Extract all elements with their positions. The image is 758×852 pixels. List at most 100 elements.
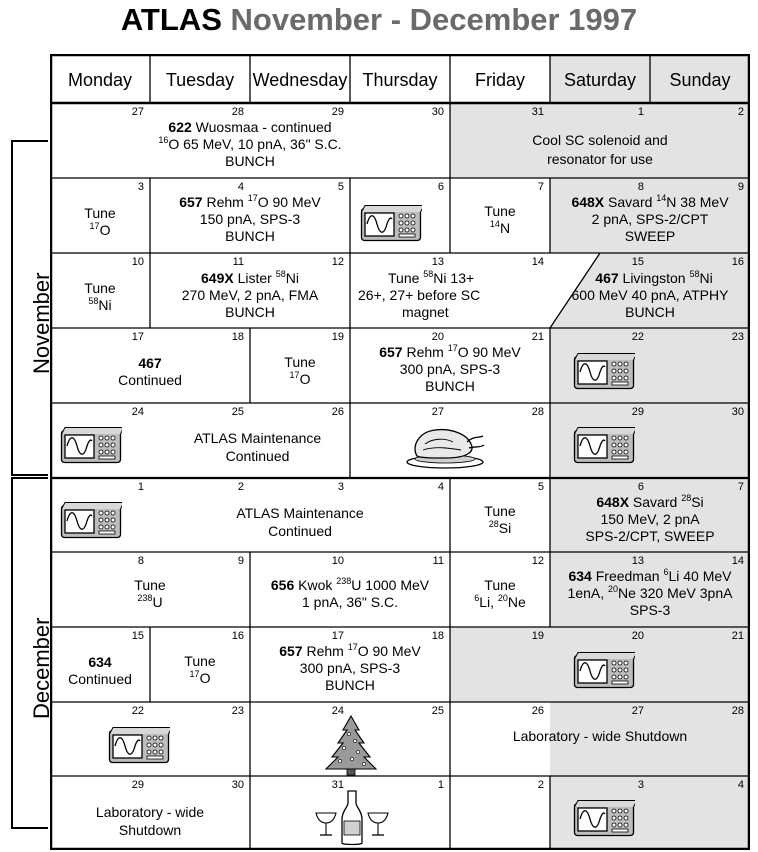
day-number: 27 — [131, 106, 144, 118]
day-number: 25 — [231, 406, 244, 418]
title-months: November - December 1997 — [230, 2, 638, 37]
day-number: 14 — [531, 256, 544, 268]
day-number: 20 — [431, 331, 444, 343]
day-number: 6 — [637, 481, 644, 493]
event-wuosmaa: 622 Wuosmaa - continued 16O 65 MeV, 10 p… — [158, 119, 342, 169]
day-number: 2 — [737, 106, 744, 118]
oscilloscope-icon — [60, 501, 125, 546]
day-number: 14 — [731, 555, 744, 567]
day-number: 29 — [331, 106, 344, 118]
day-number: 21 — [731, 630, 744, 642]
day-number: 11 — [232, 256, 244, 268]
day-number: 3 — [637, 779, 644, 791]
calendar-grid: Monday Tuesday Wednesday Thursday Friday… — [50, 54, 750, 850]
day-number: 16 — [231, 630, 244, 642]
oscilloscope-icon — [573, 352, 638, 397]
day-number: 15 — [631, 256, 644, 268]
day-number: 3 — [137, 181, 144, 193]
day-number: 26 — [531, 705, 544, 717]
oscilloscope-icon — [360, 204, 425, 249]
header-friday: Friday — [474, 70, 525, 90]
oscilloscope-icon — [573, 426, 638, 471]
day-number: 13 — [431, 256, 444, 268]
day-number: 28 — [231, 106, 244, 118]
day-number: 17 — [331, 630, 344, 642]
day-number: 9 — [237, 555, 244, 567]
header-thursday: Thursday — [362, 70, 438, 90]
champagne-icon — [314, 789, 390, 852]
event-kwok: 656 Kwok 238U 1000 MeV 1 pnA, 36" S.C. — [270, 576, 430, 611]
event-freedman: 634 Freedman 6Li 40 MeV 1enA, 20Ne 320 M… — [567, 567, 733, 619]
day-number: 19 — [531, 630, 544, 642]
day-number: 10 — [131, 256, 144, 268]
day-number: 12 — [531, 555, 544, 567]
day-number: 28 — [731, 705, 744, 717]
day-number: 26 — [331, 406, 344, 418]
day-number: 31 — [531, 106, 544, 118]
day-number: 10 — [331, 555, 344, 567]
weekend-shade-w2 — [550, 253, 750, 328]
day-number: 2 — [537, 779, 544, 791]
day-number: 30 — [431, 106, 444, 118]
oscilloscope-icon — [108, 726, 173, 771]
header-tuesday: Tuesday — [165, 70, 235, 90]
day-number: 4 — [737, 779, 744, 791]
month-brackets — [11, 140, 48, 829]
day-number: 8 — [637, 181, 644, 193]
event-tune-w2-thu: Tune 58Ni 13+ 26+, 27+ before SC magnet — [358, 269, 481, 321]
day-number: 27 — [431, 406, 444, 418]
weekend-shade-w0 — [450, 103, 750, 178]
oscilloscope-icon — [60, 426, 125, 471]
day-number: 23 — [731, 331, 744, 343]
weekend-shade-w1 — [550, 178, 750, 253]
header-monday: Monday — [67, 70, 133, 90]
page-title: ATLAS November - December 1997 — [0, 0, 758, 44]
title-atlas: ATLAS — [120, 2, 222, 37]
day-number: 8 — [137, 555, 144, 567]
event-shutdown-w8: Laboratory - wide Shutdown — [512, 728, 688, 744]
day-number: 4 — [237, 181, 244, 193]
day-number: 1 — [637, 106, 644, 118]
header-wednesday: Wednesday — [252, 70, 348, 90]
day-number: 1 — [437, 779, 444, 791]
weekend-shade-w8 — [550, 702, 750, 776]
day-number: 25 — [431, 705, 444, 717]
day-number: 5 — [537, 481, 544, 493]
day-number: 12 — [331, 256, 344, 268]
day-number: 23 — [231, 705, 244, 717]
day-number: 29 — [131, 779, 144, 791]
day-number: 13 — [631, 555, 644, 567]
day-number: 5 — [337, 181, 344, 193]
day-number: 21 — [531, 331, 544, 343]
turkey-icon — [405, 422, 487, 475]
weekend-shade-w6 — [550, 552, 750, 627]
day-number: 30 — [231, 779, 244, 791]
day-number: 22 — [131, 705, 144, 717]
day-number: 29 — [631, 406, 644, 418]
day-number: 19 — [331, 331, 344, 343]
day-number: 24 — [131, 406, 144, 418]
day-number: 16 — [731, 256, 744, 268]
oscilloscope-icon — [573, 651, 638, 696]
day-number: 6 — [437, 181, 444, 193]
event-livingston: 467 Livingston 58Ni 600 MeV 40 pnA, ATPH… — [571, 269, 729, 321]
christmas-tree-icon — [322, 714, 380, 781]
day-number: 18 — [431, 630, 444, 642]
